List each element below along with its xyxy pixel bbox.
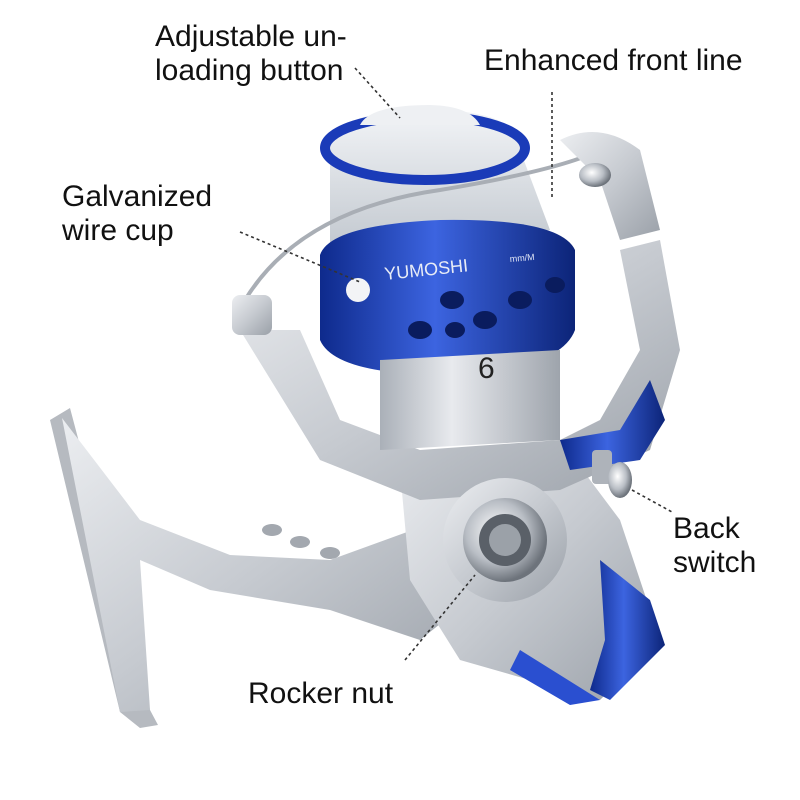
label-rocker-nut: Rocker nut <box>248 677 393 711</box>
label-line: Enhanced front line <box>484 44 743 77</box>
label-unloading-button: Adjustable un- loading button <box>155 20 347 88</box>
rocker-nut <box>443 478 567 602</box>
label-line: Back <box>673 512 740 545</box>
unloading-button <box>360 105 480 125</box>
label-back-switch: Back switch <box>673 512 756 580</box>
back-switch <box>592 450 632 498</box>
label-line: Galvanized <box>62 180 213 213</box>
spool: YUMOSHI mm/M 6 <box>320 110 575 450</box>
bail-wire <box>232 132 660 335</box>
spool-unit: mm/M <box>509 252 535 264</box>
label-front-line: Enhanced front line <box>484 44 743 78</box>
label-line: loading button <box>155 54 344 87</box>
label-line: switch <box>673 546 757 579</box>
spool-number: 6 <box>478 352 495 385</box>
label-line: wire cup <box>62 214 174 247</box>
rotor <box>240 240 680 500</box>
label-wire-cup: Galvanized wire cup <box>62 180 212 248</box>
reel-foot <box>50 408 470 728</box>
callout-lines <box>239 67 673 661</box>
label-line: Rocker nut <box>248 677 394 710</box>
label-line: Adjustable un- <box>155 20 347 53</box>
